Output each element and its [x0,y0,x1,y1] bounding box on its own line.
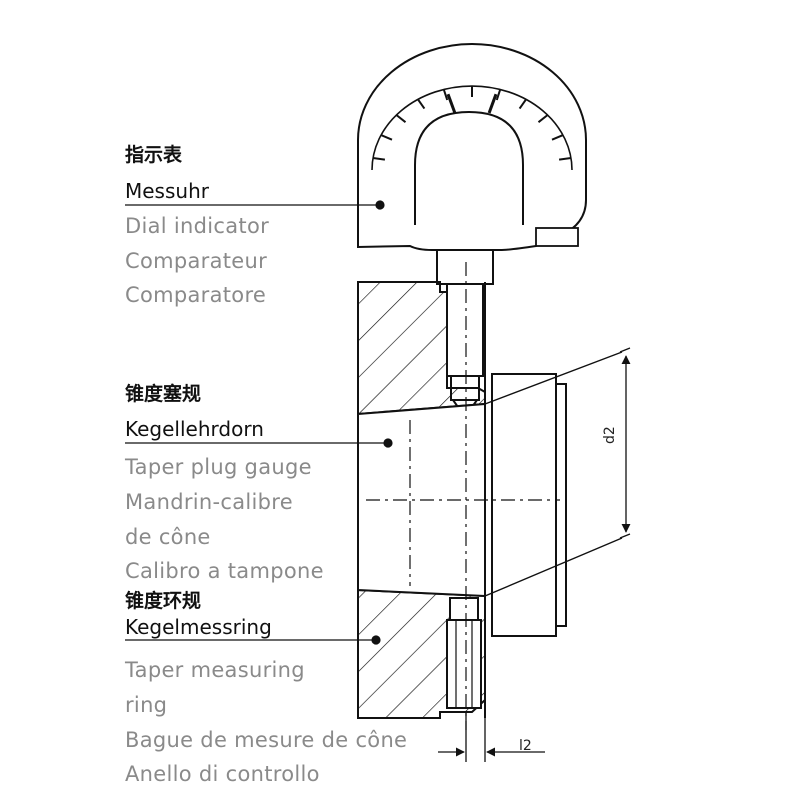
dial-label-cn: 指示表 [125,144,183,166]
dimension-d2-label: d2 [602,426,618,444]
dial-tick [442,89,449,101]
plug-label-de: Kegellehrdorn [125,417,264,441]
dial-stop-left [446,93,457,114]
centerlines [366,262,560,730]
dial-tick [495,89,502,101]
ring-label-fr: Bague de mesure de cône [125,728,408,752]
dial-tick-marks [372,86,572,161]
dial-spindle [446,283,484,377]
dial-tick [558,157,572,161]
plug-label-it: Calibro a tampone [125,559,324,583]
dial-stop-right [487,93,498,114]
plug-taper-line-top [484,351,623,405]
dimension-l2 [438,712,545,762]
dial-inner-loop [414,110,524,225]
dial-stem [436,249,494,285]
plug-label-fr-1: Mandrin-calibre [125,490,293,514]
dial-label-en: Dial indicator [125,214,270,238]
dimension-d2 [619,347,631,539]
plug-taper-line-bottom [484,537,623,597]
ring-contact-pin [446,597,482,709]
plug-label-cn: 锥度塞规 [125,383,202,405]
dimension-l2-label: l2 [519,738,532,754]
ring-label-de: Kegelmessring [125,615,272,639]
ring-label-en-2: ring [125,693,168,717]
ring-label-cn: 锥度环规 [125,590,202,612]
ring-outer-flange [491,373,557,637]
ring-label-en-1: Taper measuring [125,658,305,682]
plug-label-en: Taper plug gauge [125,455,312,479]
dial-tick [537,114,549,123]
dial-tick [395,114,407,123]
dial-label-it: Comparatore [125,283,267,307]
dial-tick [372,157,386,161]
leader-lines [125,200,393,645]
dial-label-de: Messuhr [125,179,209,203]
ring-label-it: Anello di controllo [125,762,320,786]
plug-label-fr-2: de cône [125,525,211,549]
dial-tick [380,134,393,141]
dial-tick [417,98,426,110]
dial-tick [551,134,564,141]
dial-tick [518,98,527,110]
dial-label-fr: Comparateur [125,249,268,273]
dial-clip [535,227,579,247]
ring-flange-lip [555,383,567,627]
